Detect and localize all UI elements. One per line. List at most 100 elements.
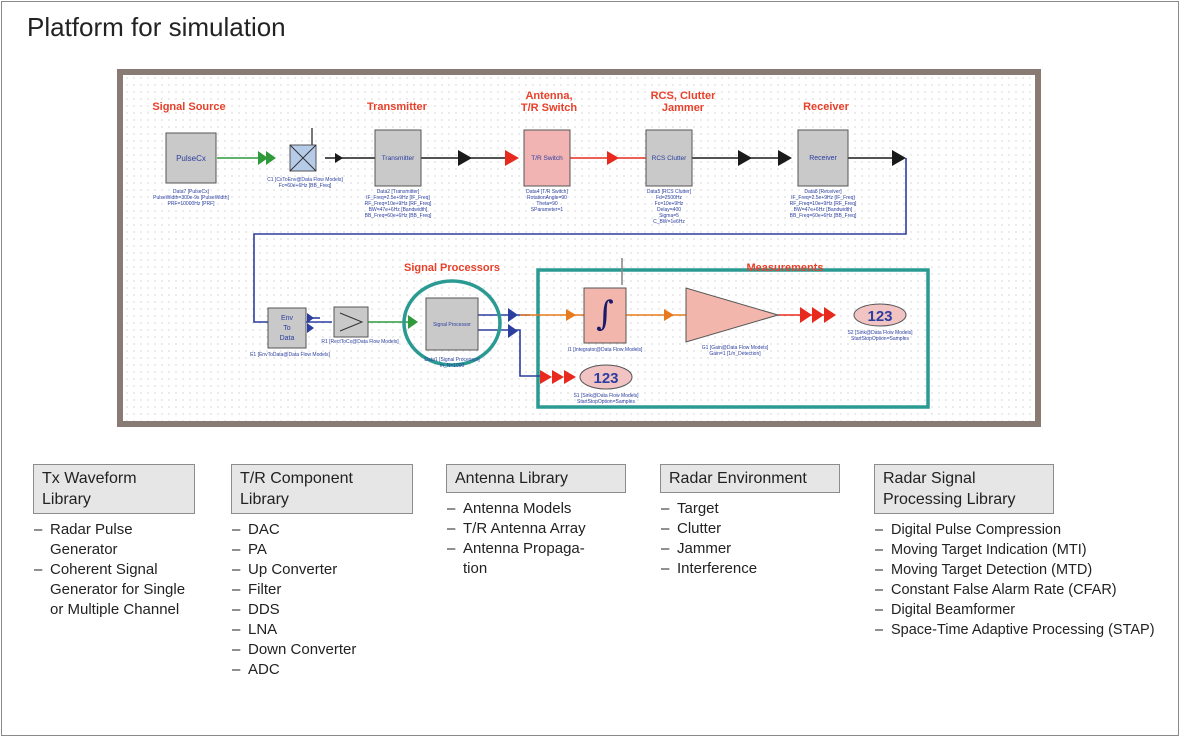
arrow-blue-3 <box>508 308 518 322</box>
arrow-red-5 <box>824 307 836 323</box>
label-signal-processors: Signal Processors <box>404 262 500 274</box>
library-tx-waveform-header-line1: Tx Waveform <box>42 470 137 487</box>
param-cxtoenv-1: Fc=60e+6Hz [BB_Freq] <box>279 183 332 189</box>
param-receiver: Data8 [Receiver] IF_Freq=2.5e+9Hz [IF_Fr… <box>790 189 857 219</box>
arrow-black-1 <box>335 153 343 163</box>
param-transmitter-4: BB_Freq=60e+6Hz [BB_Freq] <box>365 213 432 219</box>
arrow-blue-4 <box>508 324 518 338</box>
library-item: Down Converter <box>231 640 413 660</box>
block-pulsecx <box>165 132 217 184</box>
block-transmitter <box>374 129 422 187</box>
label-receiver: Receiver <box>803 101 850 113</box>
library-tx-waveform-header-line2: Library <box>42 491 91 508</box>
library-antenna-header: Antenna Library <box>446 464 626 493</box>
arrow-orange-2 <box>664 309 674 321</box>
library-tr-component-list: DAC PA Up Converter Filter DDS LNA Down … <box>231 520 413 680</box>
library-tr-component-header-line2: Library <box>240 491 289 508</box>
param-receiver-0: Data8 [Receiver] <box>804 189 842 195</box>
label-antenna-line1: Antenna, <box>525 90 572 102</box>
param-cxtoenv-0: C1 [CxToEnv@Data Flow Models] <box>267 177 343 183</box>
param-rcs-clutter-5: C_BW=1e6Hz <box>653 219 685 225</box>
simulation-diagram: Signal Source Transmitter Antenna, T/R S… <box>117 69 1041 427</box>
block-env-to-data <box>267 307 307 349</box>
param-sink1-0: S1 [Sink@Data Flow Models] <box>573 393 639 399</box>
param-rcs-clutter: Data5 [RCS Clutter] Fd=2500Hz Fc=10e+9Hz… <box>647 189 692 225</box>
arrow-red-3 <box>800 307 812 323</box>
library-item: Constant False Alarm Rate (CFAR) <box>874 580 1170 600</box>
block-rect-to-cx-symbol <box>339 312 364 332</box>
param-pulsecx-0: Data7 [PulseCx] <box>173 189 210 195</box>
param-tr-switch-3: SParameter=1 <box>531 207 564 213</box>
library-item: Antenna Models <box>446 499 626 519</box>
library-item: Target <box>660 499 840 519</box>
library-tx-waveform-header: Tx Waveform Library <box>33 464 195 514</box>
block-signal-processor-label: Signal Processor <box>433 322 471 328</box>
library-item: Coherent Signal Generator for Single or … <box>33 560 200 620</box>
param-pulsecx-2: PRF=10000Hz [PRF] <box>167 201 215 207</box>
param-tr-switch-1: RotationAngle=90 <box>527 195 567 201</box>
library-item: Moving Target Detection (MTD) <box>874 560 1170 580</box>
param-integrator-0: I1 [Integrator@Data Flow Models] <box>568 347 643 353</box>
library-antenna-header-line1: Antenna Library <box>455 470 568 487</box>
arrow-black-5 <box>892 150 906 166</box>
arrow-red-7 <box>552 370 564 384</box>
arrow-orange-1 <box>566 309 576 321</box>
param-transmitter-3: BW=47e+6Hz [Bandwidth] <box>369 207 428 213</box>
library-antenna: Antenna Library Antenna Models T/R Anten… <box>446 464 626 579</box>
measurements-box <box>536 268 930 409</box>
param-transmitter-2: RF_Freq=10e+9Hz [RF_Freq] <box>365 201 432 207</box>
param-rect-to-cx-0: R1 [RectToCx@Data Flow Models] <box>321 339 399 345</box>
param-sink1-1: StartStopOption=Samples <box>577 399 635 405</box>
block-integrator <box>583 287 627 344</box>
arrow-black-3 <box>738 150 752 166</box>
arrow-green-1 <box>258 151 268 165</box>
arrow-red-8 <box>564 370 576 384</box>
param-pulsecx: Data7 [PulseCx] PulseWidth=300e-9s [Puls… <box>153 189 229 207</box>
library-radar-signal-processing-header-line2: Processing Library <box>883 491 1016 508</box>
library-item: Clutter <box>660 519 840 539</box>
param-rcs-clutter-1: Fd=2500Hz <box>656 195 682 201</box>
block-receiver-label: Receiver <box>809 155 837 162</box>
param-receiver-4: BB_Freq=60e+6Hz [BB_Freq] <box>790 213 857 219</box>
block-transmitter-label: Transmitter <box>382 155 415 162</box>
sink-display-1 <box>579 364 633 390</box>
label-rcs-line2: Jammer <box>662 102 705 114</box>
integral-symbol: ∫ <box>596 294 614 334</box>
library-tr-component-header: T/R Component Library <box>231 464 413 514</box>
library-item: Radar Pulse Generator <box>33 520 160 560</box>
label-measurements: Measurements <box>746 262 823 274</box>
arrow-blue-1 <box>307 313 314 323</box>
arrow-black-4 <box>778 150 792 166</box>
library-tr-component: T/R Component Library DAC PA Up Converte… <box>231 464 413 680</box>
arrow-red-4 <box>812 307 824 323</box>
arrow-heads <box>258 150 906 384</box>
library-item: ADC <box>231 660 413 680</box>
label-signal-source: Signal Source <box>152 101 225 113</box>
label-antenna-line2: T/R Switch <box>521 102 578 114</box>
schematic-canvas <box>126 78 1032 418</box>
param-pulsecx-1: PulseWidth=300e-9s [PulseWidth] <box>153 195 229 201</box>
library-radar-environment: Radar Environment Target Clutter Jammer … <box>660 464 840 579</box>
library-item: Space-Time Adaptive Processing (STAP) <box>874 620 1161 640</box>
library-radar-environment-header: Radar Environment <box>660 464 840 493</box>
param-receiver-2: RF_Freq=10e+9Hz [RF_Freq] <box>790 201 857 207</box>
library-item: Jammer <box>660 539 840 559</box>
library-item: PA <box>231 540 413 560</box>
library-item: Up Converter <box>231 560 413 580</box>
param-transmitter-0: Data2 [Transmitter] <box>377 189 420 195</box>
param-gain-1: Gain=1 [1/n_Detection] <box>709 351 761 357</box>
param-bottom: E1 [EnvToData@Data Flow Models] R1 [Rect… <box>250 330 913 405</box>
param-tr-switch: Data4 [T/R Switch] RotationAngle=90 Thet… <box>526 189 568 213</box>
block-env-to-data-line1: Env <box>281 315 294 322</box>
param-tr-switch-2: Theta=90 <box>536 201 557 207</box>
arrow-green-3 <box>408 315 418 329</box>
arrow-green-2 <box>266 151 276 165</box>
highlight-circle <box>402 279 502 367</box>
block-signal-processor <box>425 297 479 351</box>
library-radar-signal-processing-list: Digital Pulse Compression Moving Target … <box>874 520 1170 640</box>
library-item: Moving Target Indication (MTI) <box>874 540 1170 560</box>
library-tx-waveform: Tx Waveform Library Radar Pulse Generato… <box>33 464 205 620</box>
param-transmitter: Data2 [Transmitter] IF_Freq=2.5e+9Hz [IF… <box>365 189 432 219</box>
param-sink2-0: S2 [Sink@Data Flow Models] <box>847 330 913 336</box>
library-item: DDS <box>231 600 413 620</box>
